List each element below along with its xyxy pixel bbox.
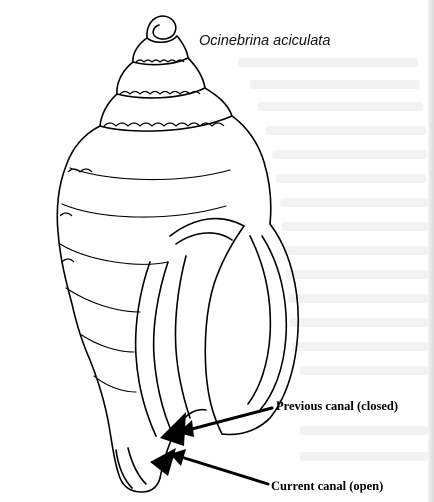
- previous-canal-marker: [160, 412, 186, 446]
- current-canal-arrow: [178, 456, 268, 484]
- species-label: Ocinebrina aciculata: [199, 34, 330, 49]
- previous-canal-label: Previous canal (closed): [276, 400, 398, 413]
- current-canal-label: Current canal (open): [271, 480, 383, 493]
- shell-aperture: [170, 219, 244, 434]
- shell-apex: [147, 16, 176, 39]
- current-canal-marker: [150, 448, 176, 476]
- shell-body-whorl: [57, 126, 160, 492]
